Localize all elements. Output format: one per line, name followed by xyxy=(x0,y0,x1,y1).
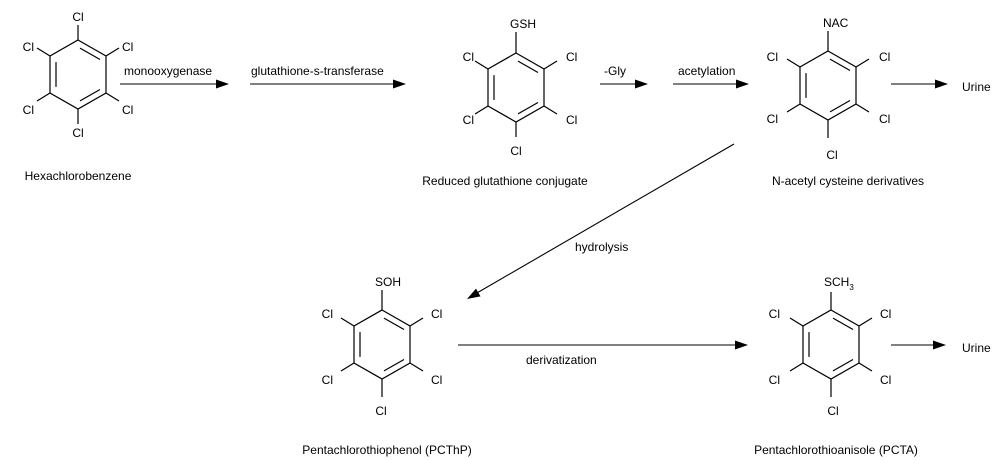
substituent-top: SCH3 xyxy=(824,275,854,292)
substituent-bottom: Cl xyxy=(72,126,83,140)
substituent-bottom: Cl xyxy=(375,404,386,418)
substituent-bottom-left: Cl xyxy=(463,113,474,127)
pcthp-molecule: SOH Cl Cl Cl Cl Cl Pentachlorothiophenol… xyxy=(302,275,471,457)
substituent-top-right: Cl xyxy=(431,307,442,321)
substituent-bottom-right: Cl xyxy=(122,103,133,117)
substituent-top-right: Cl xyxy=(122,40,133,54)
molecule-name: Hexachlorobenzene xyxy=(25,169,132,183)
arrow-to-urine-bottom: Urine xyxy=(891,340,991,355)
arrow-derivatization: derivatization xyxy=(458,340,748,367)
benzene-ring xyxy=(789,292,873,397)
step-label: acetylation xyxy=(678,64,735,78)
substituent-bottom-right: Cl xyxy=(431,373,442,387)
molecule-name: Pentachlorothiophenol (PCThP) xyxy=(302,443,471,457)
substituent-top: NAC xyxy=(823,16,849,30)
substituent-bottom: Cl xyxy=(827,404,838,418)
substituent-bottom-right: Cl xyxy=(880,373,891,387)
step-label: derivatization xyxy=(526,353,597,367)
hexachlorobenzene-molecule: Cl Cl Cl Cl Cl Cl Hexachlorobenzene xyxy=(23,10,134,183)
step-label: hydrolysis xyxy=(575,240,628,254)
urine-label: Urine xyxy=(962,341,991,355)
benzene-ring xyxy=(474,32,558,137)
arrow-hydrolysis: hydrolysis xyxy=(464,143,735,303)
arrow-to-urine-top: Urine xyxy=(891,79,991,94)
step-label: glutathione-s-transferase xyxy=(251,64,384,78)
molecule-name: N-acetyl cysteine derivatives xyxy=(772,174,924,188)
substituent-top: GSH xyxy=(510,17,536,31)
substituent-bottom: Cl xyxy=(510,144,521,158)
pcta-molecule: SCH3 Cl Cl Cl Cl Cl Pentachlorothioaniso… xyxy=(754,275,918,457)
step-label: monooxygenase xyxy=(124,64,212,78)
substituent-bottom-right: Cl xyxy=(566,113,577,127)
substituent-top-right: Cl xyxy=(880,307,891,321)
substituent-top-left: Cl xyxy=(767,50,778,64)
arrow-acetylation: acetylation xyxy=(673,64,749,89)
benzene-ring xyxy=(786,31,870,138)
substituent-top-right: Cl xyxy=(566,50,577,64)
substituent-top-left: Cl xyxy=(322,307,333,321)
molecule-name: Pentachlorothioanisole (PCTA) xyxy=(754,443,918,457)
substituent-top-left: Cl xyxy=(23,40,34,54)
substituent-top: SOH xyxy=(375,275,401,289)
substituent-bottom-right: Cl xyxy=(879,112,890,126)
substituent-bottom-left: Cl xyxy=(322,373,333,387)
molecule-name: Reduced glutathione conjugate xyxy=(422,174,588,188)
substituent-top-right: Cl xyxy=(879,50,890,64)
arrow-monooxygenase: monooxygenase xyxy=(120,64,229,89)
urine-label: Urine xyxy=(962,80,991,94)
substituent-top-left: Cl xyxy=(463,50,474,64)
methyl-subscript: 3 xyxy=(849,283,854,292)
benzene-ring xyxy=(340,290,424,397)
benzene-ring xyxy=(36,25,120,124)
step-label: -Gly xyxy=(604,64,626,78)
arrow-gly: -Gly xyxy=(600,64,648,89)
substituent-top: Cl xyxy=(72,10,83,24)
substituent-bottom: Cl xyxy=(826,148,837,162)
nac-derivative-molecule: NAC Cl Cl Cl Cl Cl N-acetyl cysteine der… xyxy=(767,16,924,188)
substituent-top-left: Cl xyxy=(769,307,780,321)
substituent-bottom-left: Cl xyxy=(769,373,780,387)
glutathione-conjugate-molecule: GSH Cl Cl Cl Cl Cl Reduced glutathione c… xyxy=(422,17,588,188)
substituent-bottom-left: Cl xyxy=(767,112,778,126)
arrow-glutathione-s-transferase: glutathione-s-transferase xyxy=(250,64,406,89)
substituent-bottom-left: Cl xyxy=(23,103,34,117)
methylthio-group: SCH xyxy=(824,275,849,289)
